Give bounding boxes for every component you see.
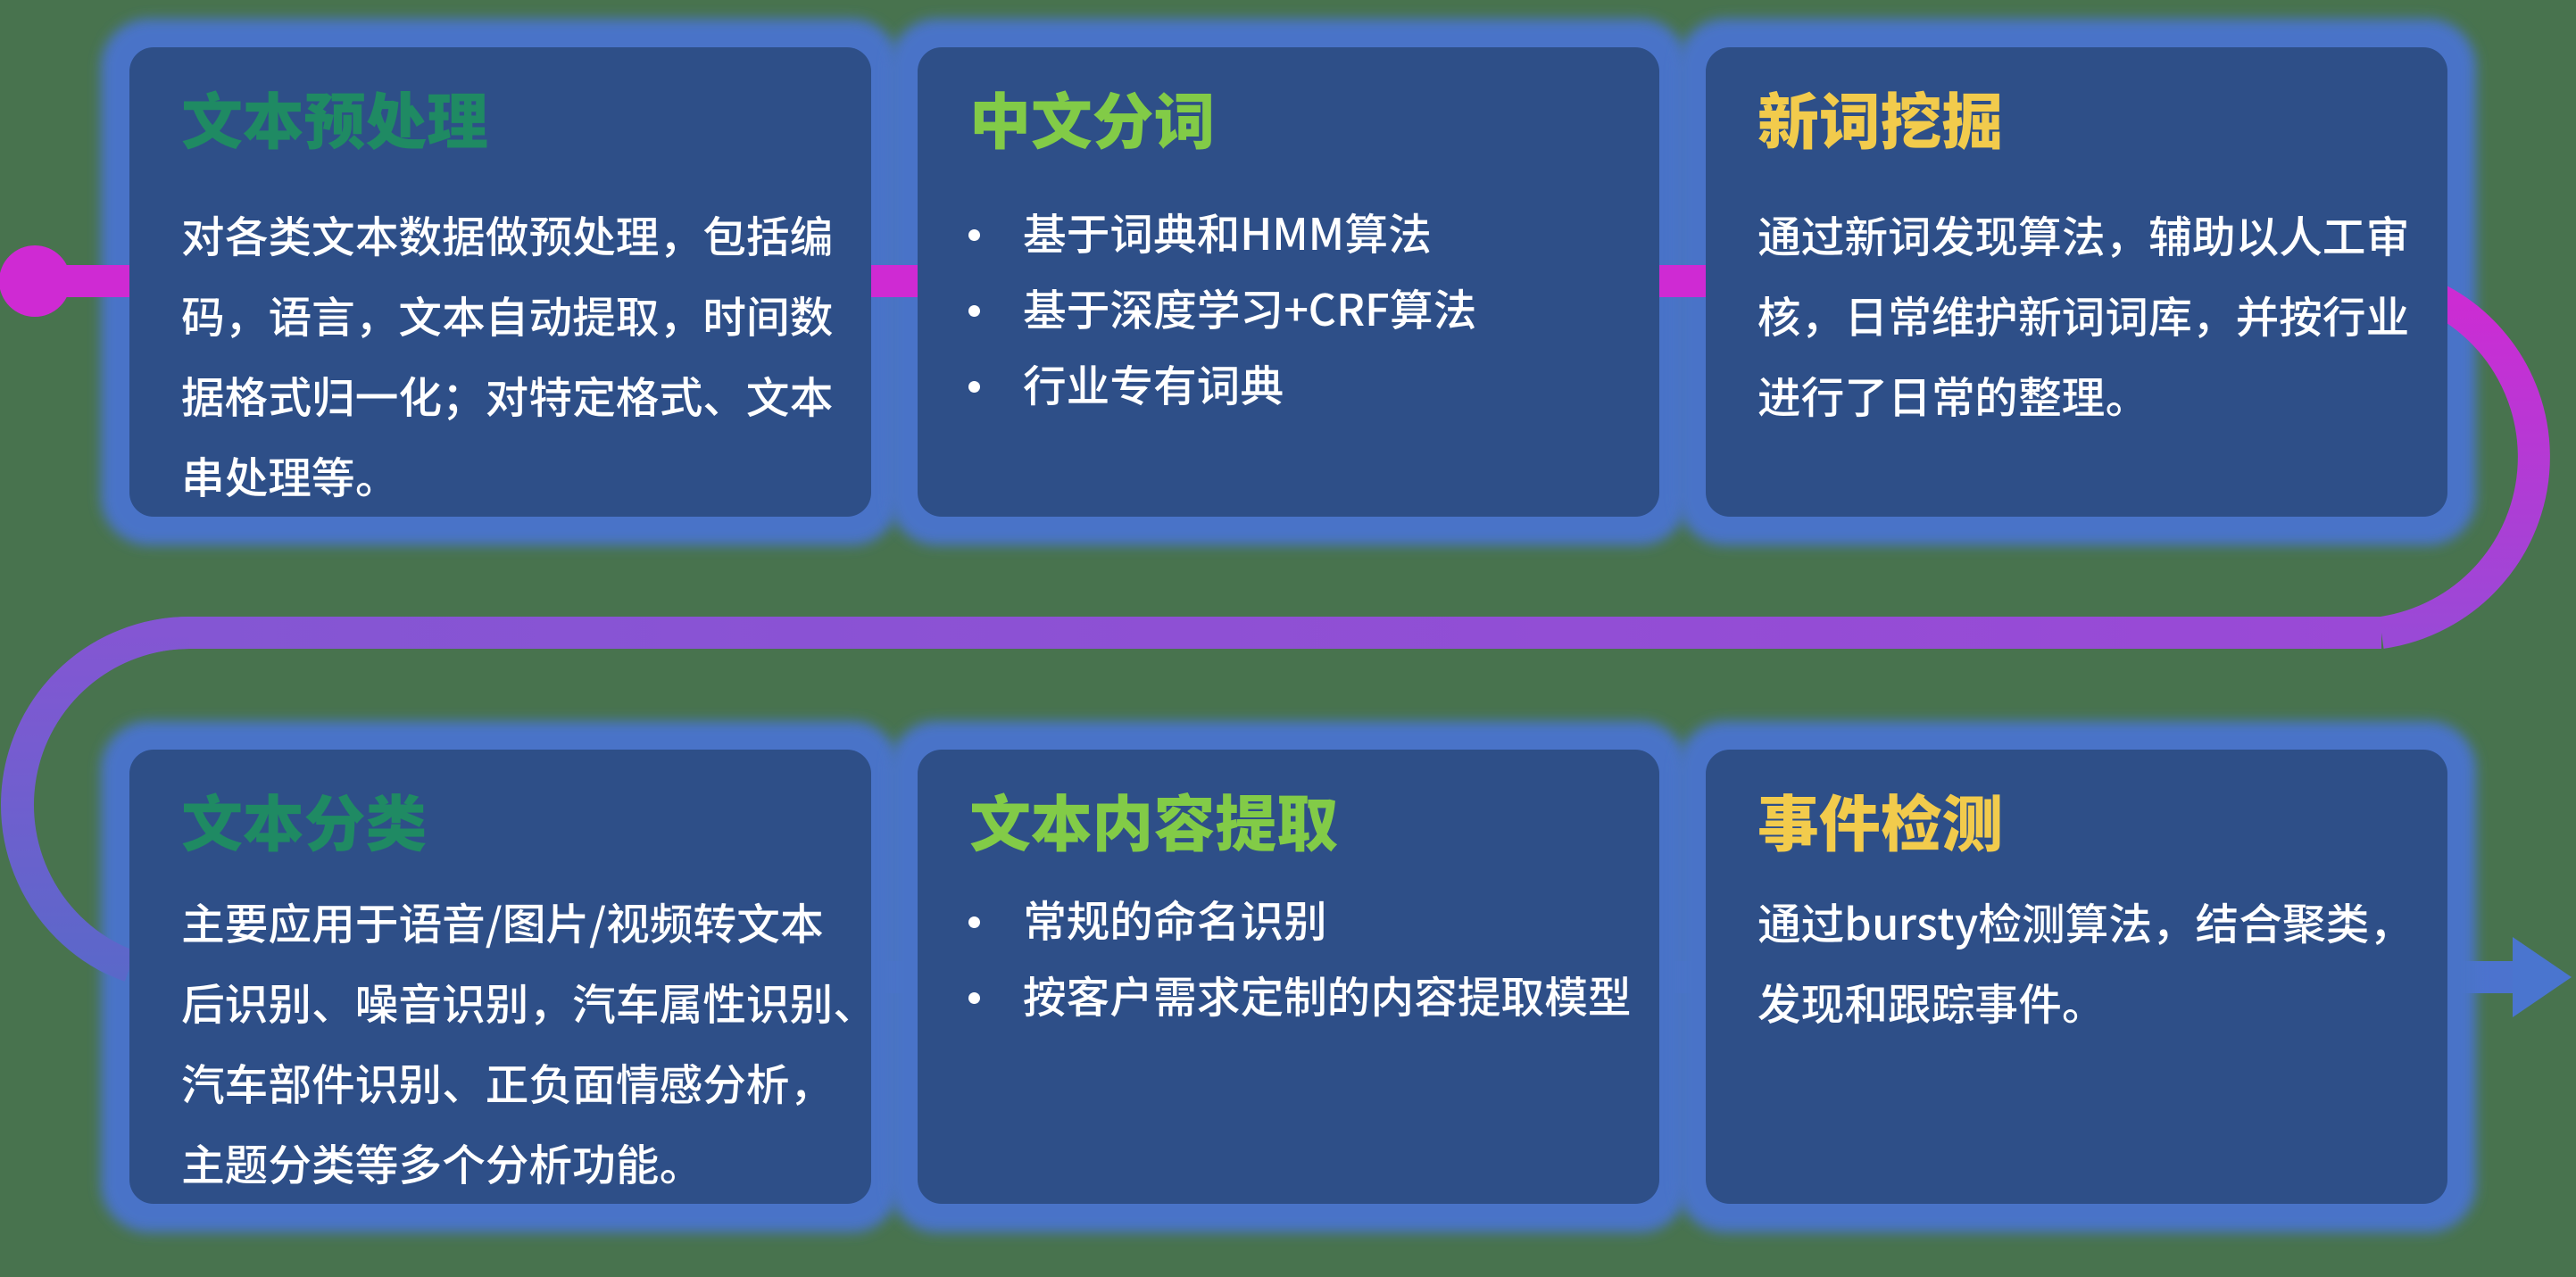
paragraph-line: 通过bursty检测算法，结合聚类， — [1757, 891, 2414, 953]
card-new-word-mining: 新词挖掘 通过新词发现算法，辅助以人工审 核，日常维护新词词库，并按行业 进行了… — [1706, 47, 2447, 517]
flow-left-arc-top — [2, 617, 190, 982]
bullet-item: 行业专有词典 — [968, 346, 1476, 422]
bullet-text: 常规的命名识别 — [1023, 888, 1327, 950]
card-paragraph: 主要应用于语音/图片/视频转文本 后识别、噪音识别，汽车属性识别、 汽车部件识别… — [181, 882, 877, 1203]
card-background — [918, 750, 1659, 1204]
paragraph-line: 核，日常维护新词词库，并按行业 — [1757, 284, 2410, 346]
bullet-text: 行业专有词典 — [1023, 352, 1284, 415]
paragraph-line: 汽车部件识别、正负面情感分析， — [181, 1051, 834, 1114]
card-text-content-extraction: 文本内容提取 常规的命名识别 按客户需求定制的内容提取模型 — [918, 750, 1659, 1204]
card-paragraph: 对各类文本数据做预处理，包括编 码，语言，文本自动提取，时间数 据格式归一化；对… — [181, 195, 833, 516]
paragraph-line: 通过新词发现算法，辅助以人工审 — [1757, 203, 2410, 266]
card-rect-layer — [129, 47, 2447, 1204]
card-paragraph: 通过新词发现算法，辅助以人工审 核，日常维护新词词库，并按行业 进行了日常的整理… — [1757, 195, 2409, 435]
card-text-classification: 文本分类 主要应用于语音/图片/视频转文本 后识别、噪音识别，汽车属性识别、 汽… — [129, 750, 877, 1204]
card-text-preprocessing: 文本预处理 对各类文本数据做预处理，包括编 码，语言，文本自动提取，时间数 据格… — [129, 47, 871, 517]
bullet-item: 按客户需求定制的内容提取模型 — [968, 958, 1632, 1033]
bullet-dot-icon — [968, 916, 980, 928]
bullet-dot-icon — [968, 381, 980, 393]
card-title: 文本分类 — [181, 775, 428, 864]
bullet-dot-icon — [968, 305, 980, 317]
paragraph-line: 发现和跟踪事件。 — [1757, 971, 2106, 1033]
card-title: 文本内容提取 — [969, 775, 1338, 864]
bullet-text: 按客户需求定制的内容提取模型 — [1023, 964, 1632, 1026]
bullet-item: 基于词典和HMM算法 — [968, 195, 1476, 270]
bullet-dot-icon — [968, 229, 980, 241]
paragraph-line: 串处理等。 — [181, 444, 399, 507]
paragraph-line: 码，语言，文本自动提取，时间数 — [181, 284, 834, 346]
card-title: 文本预处理 — [181, 72, 488, 162]
bullet-item: 基于深度学习+CRF算法 — [968, 270, 1477, 346]
flow-end-arrow-icon — [2513, 937, 2572, 1017]
card-bullet-list: 常规的命名识别 按客户需求定制的内容提取模型 — [968, 882, 1632, 1033]
card-background — [918, 47, 1659, 517]
card-title: 事件检测 — [1757, 775, 2004, 864]
card-bullet-list: 基于词典和HMM算法 基于深度学习+CRF算法 行业专有词典 — [968, 195, 1477, 422]
card-event-detection: 事件检测 通过bursty检测算法，结合聚类， 发现和跟踪事件。 — [1706, 750, 2447, 1204]
card-background — [1706, 47, 2447, 517]
card-title: 中文分词 — [969, 72, 1216, 162]
paragraph-line: 进行了日常的整理。 — [1757, 364, 2149, 427]
bullet-item: 常规的命名识别 — [968, 882, 1632, 958]
paragraph-line: 主要应用于语音/图片/视频转文本 — [181, 891, 824, 953]
paragraph-line: 后识别、噪音识别，汽车属性识别、 — [181, 971, 877, 1033]
card-background — [129, 47, 871, 517]
bullet-dot-icon — [968, 992, 980, 1004]
paragraph-line: 主题分类等多个分析功能。 — [181, 1132, 703, 1194]
paragraph-line: 据格式归一化；对特定格式、文本 — [181, 364, 834, 427]
card-chinese-word-segmentation: 中文分词 基于词典和HMM算法 基于深度学习+CRF算法 行业专有词典 — [918, 47, 1659, 517]
card-paragraph: 通过bursty检测算法，结合聚类， 发现和跟踪事件。 — [1757, 882, 2413, 1042]
flow-right-arc — [2379, 265, 2550, 649]
bullet-text: 基于词典和HMM算法 — [1023, 201, 1432, 263]
bullet-text: 基于深度学习+CRF算法 — [1023, 277, 1477, 339]
paragraph-line: 对各类文本数据做预处理，包括编 — [181, 203, 834, 266]
card-background — [129, 750, 871, 1204]
card-background — [1706, 750, 2447, 1204]
card-title: 新词挖掘 — [1757, 72, 2004, 162]
